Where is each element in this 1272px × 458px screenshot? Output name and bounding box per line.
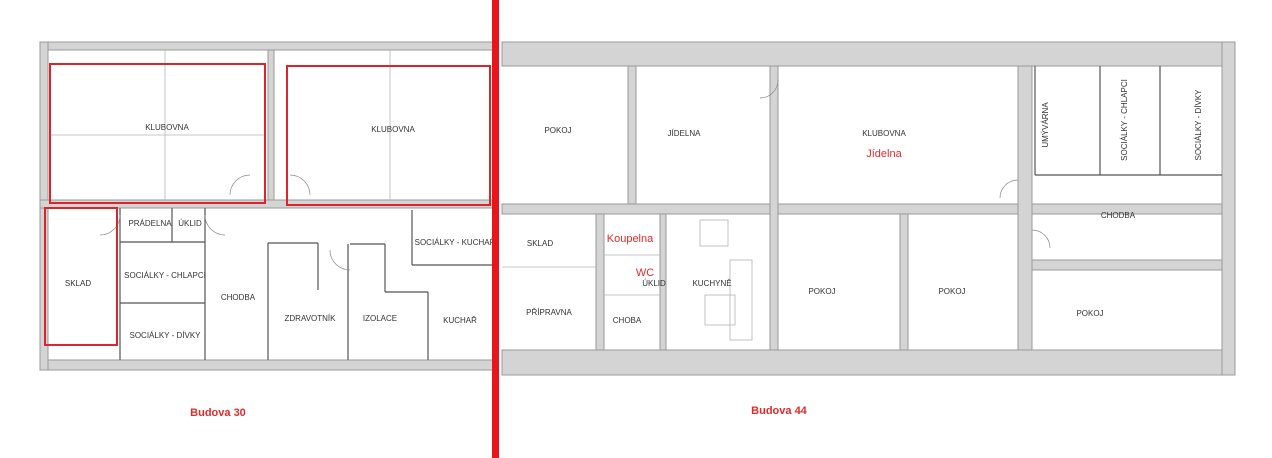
room-pokoj-3: POKOJ: [938, 287, 965, 296]
building-44-walls: [501, 41, 1236, 376]
room-choba: CHOBA: [613, 316, 642, 325]
room-izolace: IZOLACE: [363, 314, 397, 323]
room-sklad: SKLAD: [65, 279, 91, 288]
annotation-wc: WC: [636, 267, 654, 279]
room-jidelna: JÍDELNA: [668, 129, 702, 138]
highlight-sklad: [44, 207, 118, 346]
room-pokoj-2: POKOJ: [808, 287, 835, 296]
room-pokoj-4: POKOJ: [1076, 309, 1103, 318]
room-socialky-divky-44: SOCIÁLKY - DÍVKY: [1194, 89, 1203, 161]
room-zdravotnik: ZDRAVOTNÍK: [285, 314, 337, 323]
room-pokoj-1: POKOJ: [544, 126, 571, 135]
annotation-koupelna: Koupelna: [607, 233, 654, 245]
room-chodba-44: CHODBA: [1101, 211, 1136, 220]
room-klubovna-2: KLUBOVNA: [371, 125, 415, 134]
room-socialky-chlapci-44: SOCIÁLKY - CHLAPCI: [1120, 79, 1129, 161]
room-uklid: ÚKLID: [178, 219, 202, 228]
room-klubovna: KLUBOVNA: [862, 129, 906, 138]
room-kuchar: KUCHAŘ: [443, 316, 477, 325]
room-socialky-chlapci: SOCIÁLKY - CHLAPCI: [124, 271, 206, 280]
building-divider: [492, 0, 499, 458]
building-44-label: Budova 44: [751, 405, 808, 417]
building-30-label: Budova 30: [190, 407, 246, 419]
room-socialky-divky: SOCIÁLKY - DÍVKY: [130, 331, 202, 340]
highlight-klubovna-1: [49, 63, 266, 204]
room-pradelna: PRÁDELNA: [128, 219, 172, 228]
room-sklad-44: SKLAD: [527, 239, 553, 248]
annotation-jidelna: Jídelna: [866, 148, 902, 160]
room-umyvarna: UMÝVÁRNA: [1041, 102, 1050, 148]
room-socialky-kuchar: SOCIÁLKY - KUCHAŘ: [415, 238, 496, 247]
highlight-klubovna-2: [286, 65, 491, 206]
building-30-walls: [39, 41, 496, 371]
room-klubovna-1: KLUBOVNA: [145, 123, 189, 132]
room-pripravna: PŘÍPRAVNA: [526, 308, 572, 317]
room-chodba: CHODBA: [221, 293, 256, 302]
room-kuchyne: KUCHYNĚ: [692, 279, 731, 288]
room-uklid-44: ÚKLID: [642, 279, 666, 288]
